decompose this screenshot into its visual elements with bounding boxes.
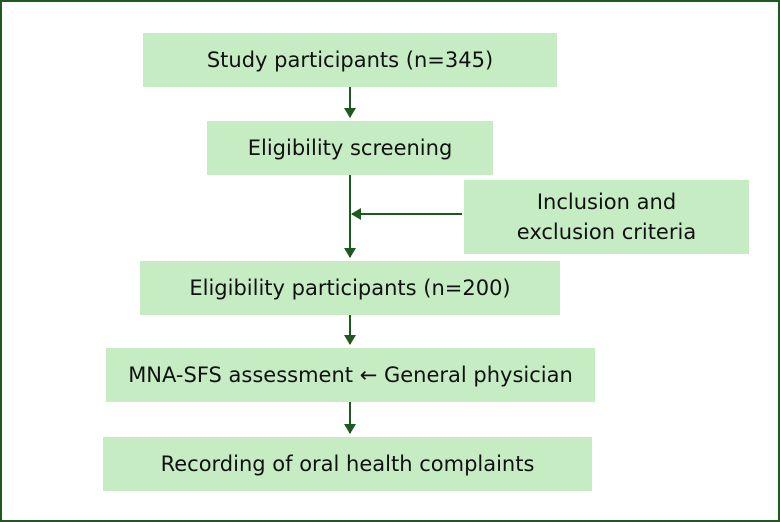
node-recording-oral-health-complaints: Recording of oral health complaints [103, 437, 592, 491]
node-inclusion-exclusion-criteria: Inclusion and exclusion criteria [464, 180, 749, 254]
node-eligibility-screening: Eligibility screening [207, 121, 493, 175]
node-eligibility-participants-label: Eligibility participants (n=200) [189, 276, 511, 300]
node-study-participants: Study participants (n=345) [143, 33, 557, 87]
node-mna-sfs-assessment-label: MNA-SFS assessment ← General physician [128, 363, 573, 387]
node-eligibility-participants: Eligibility participants (n=200) [140, 261, 560, 315]
node-inclusion-exclusion-line2: exclusion criteria [516, 220, 697, 244]
node-recording-oral-health-complaints-label: Recording of oral health complaints [160, 452, 535, 476]
node-study-participants-label: Study participants (n=345) [206, 48, 494, 72]
node-eligibility-screening-label: Eligibility screening [247, 136, 453, 160]
node-mna-sfs-assessment: MNA-SFS assessment ← General physician [106, 348, 595, 402]
node-inclusion-exclusion-line1: Inclusion and [536, 190, 677, 214]
